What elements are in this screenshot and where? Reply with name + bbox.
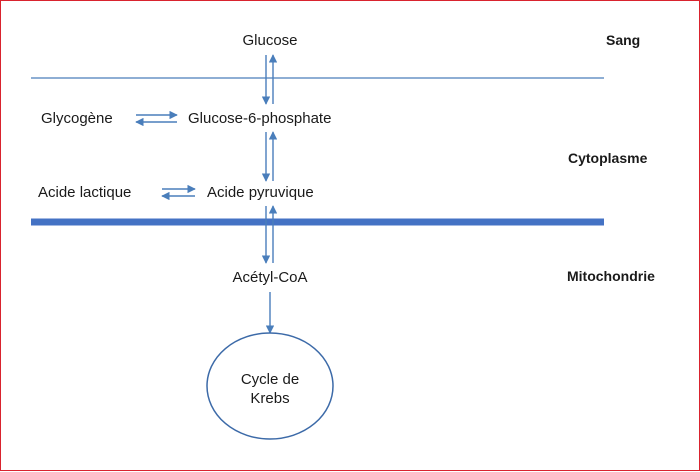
krebs-cycle-circle	[206, 332, 334, 440]
pyruvate-acetylcoa-reversible-arrow	[261, 205, 278, 264]
glucose-label: Glucose	[242, 32, 297, 49]
lactate-pyruvate-reversible-arrow	[161, 184, 196, 201]
g6p-pyruvate-reversible-arrow	[261, 131, 278, 182]
zone-mitochondrie-label: Mitochondrie	[567, 268, 655, 284]
glucose-6-phosphate-label: Glucose-6-phosphate	[188, 110, 331, 127]
zone-cytoplasme-label: Cytoplasme	[568, 150, 648, 166]
krebs-cycle-label-line1: Cycle de	[241, 371, 299, 388]
glycogene-label: Glycogène	[41, 110, 113, 127]
zone-sang-label: Sang	[606, 32, 640, 48]
glycogene-g6p-reversible-arrow	[135, 110, 178, 127]
acetyl-coa-label: Acétyl-CoA	[232, 269, 307, 286]
acide-pyruvique-label: Acide pyruvique	[207, 184, 314, 201]
krebs-cycle-label-line2: Krebs	[250, 390, 289, 407]
glucose-g6p-reversible-arrow	[261, 54, 278, 105]
acide-lactique-label: Acide lactique	[38, 184, 131, 201]
